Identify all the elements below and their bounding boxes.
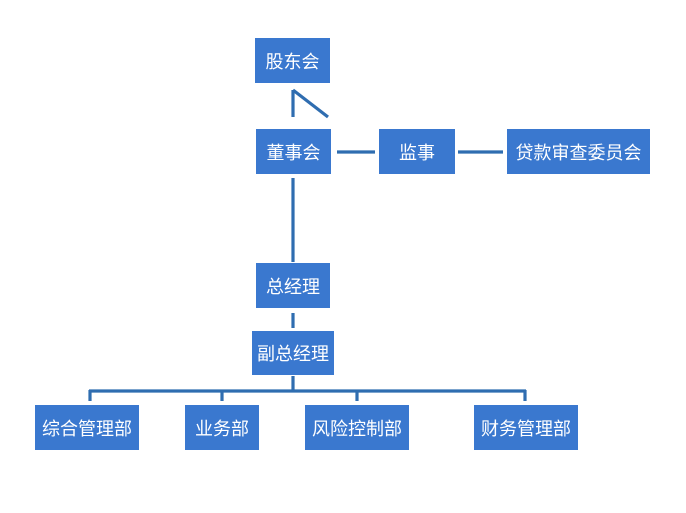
connector-shareholders-board [291, 88, 329, 119]
node-deputy-manager: 副总经理 [252, 331, 334, 375]
node-dept-business: 业务部 [185, 405, 259, 450]
node-dept-risk: 风险控制部 [305, 405, 409, 450]
node-loan-committee: 贷款审查委员会 [507, 129, 650, 174]
node-board: 董事会 [256, 129, 331, 174]
node-general-manager: 总经理 [256, 263, 330, 308]
node-supervisor: 监事 [379, 129, 455, 174]
node-shareholders: 股东会 [255, 38, 330, 83]
node-dept-finance: 财务管理部 [474, 405, 578, 450]
node-dept-admin: 综合管理部 [35, 405, 139, 450]
